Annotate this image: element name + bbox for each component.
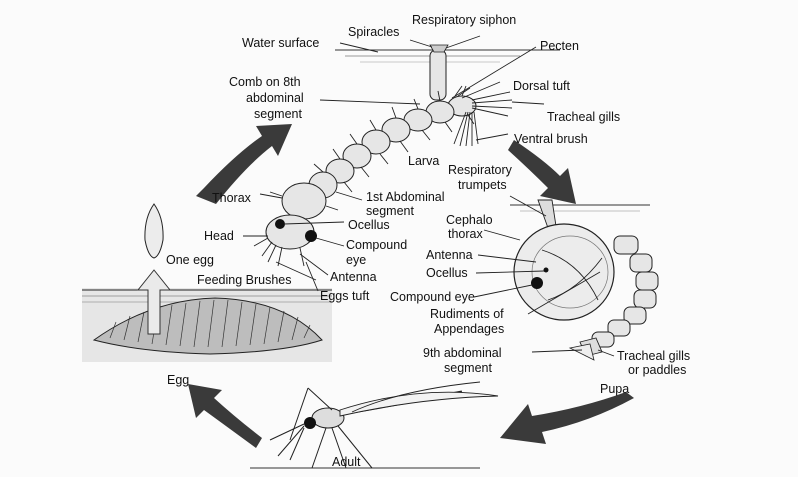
larva-ocellus-dot <box>275 219 285 229</box>
label-compound-eye-pupa: Compound eye <box>390 290 475 304</box>
pupa-ocellus-dot <box>544 268 549 273</box>
arrow-adult-to-egg <box>188 384 262 448</box>
label-water-surface: Water surface <box>242 36 319 50</box>
label-rudiments-line2: Appendages <box>434 322 504 336</box>
label-cephalothorax-line1: Cephalo <box>446 213 493 227</box>
pupa-compound-eye-dot <box>531 277 543 289</box>
label-comb-line2: abdominal <box>246 91 304 105</box>
label-adult: Adult <box>332 455 361 469</box>
label-egg: Egg <box>167 373 189 387</box>
arrow-pupa-to-adult <box>500 392 634 444</box>
label-respiratory-trumpets-line1: Respiratory <box>448 163 513 177</box>
label-antenna-larva: Antenna <box>330 270 377 284</box>
label-spiracles: Spiracles <box>348 25 399 39</box>
label-first-abdominal-line1: 1st Abdominal <box>366 190 445 204</box>
label-comb-line3: segment <box>254 107 302 121</box>
larva-compound-eye-dot <box>305 230 317 242</box>
label-thorax: Thorax <box>212 191 252 205</box>
label-ventral-brush: Ventral brush <box>514 132 588 146</box>
label-tracheal-paddles-line2: or paddles <box>628 363 686 377</box>
label-pecten: Pecten <box>540 39 579 53</box>
label-first-abdominal-line2: segment <box>366 204 414 218</box>
label-eggs-tuft: Eggs tuft <box>320 289 370 303</box>
label-pupa: Pupa <box>600 382 629 396</box>
pupa-illustration <box>510 200 658 360</box>
label-one-egg: One egg <box>166 253 214 267</box>
single-egg-shape <box>145 204 163 258</box>
label-ninth-abdominal-line2: segment <box>444 361 492 375</box>
label-antenna-pupa: Antenna <box>426 248 473 262</box>
label-rudiments-line1: Rudiments of <box>430 307 504 321</box>
label-dorsal-tuft: Dorsal tuft <box>513 79 570 93</box>
label-tracheal-gills: Tracheal gills <box>547 110 620 124</box>
label-compound-eye-line1: Compound <box>346 238 407 252</box>
label-comb-line1: Comb on 8th <box>229 75 301 89</box>
pupa-cephalothorax-shape <box>514 224 614 320</box>
label-head: Head <box>204 229 234 243</box>
label-ninth-abdominal-line1: 9th abdominal <box>423 346 502 360</box>
label-tracheal-paddles-line1: Tracheal gills <box>617 349 690 363</box>
label-cephalothorax-line2: thorax <box>448 227 483 241</box>
adult-mosquito-illustration <box>250 382 498 468</box>
arrow-larva-to-pupa <box>508 140 576 204</box>
respiratory-trumpets-shape <box>538 200 556 228</box>
label-feeding-brushes: Feeding Brushes <box>197 273 292 287</box>
label-compound-eye-line2: eye <box>346 253 366 267</box>
label-ocellus-pupa: Ocellus <box>426 266 468 280</box>
label-larva: Larva <box>408 154 439 168</box>
label-respiratory-trumpets-line2: trumpets <box>458 178 507 192</box>
adult-wing-shape <box>340 392 498 416</box>
larva-water-surface <box>335 50 560 62</box>
larva-thorax-shape <box>282 183 326 219</box>
label-respiratory-siphon: Respiratory siphon <box>412 13 516 27</box>
larva-abdomen-segments <box>309 96 476 198</box>
label-ocellus-larva: Ocellus <box>348 218 390 232</box>
